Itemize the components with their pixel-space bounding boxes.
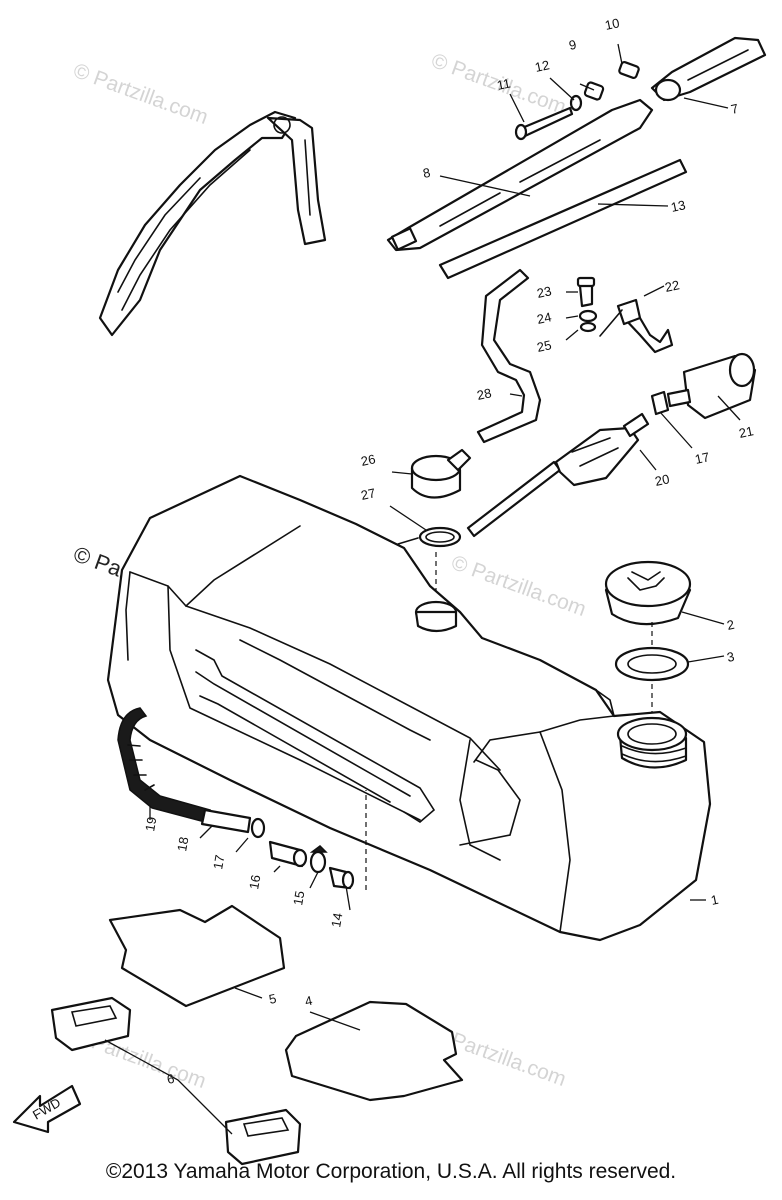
bolt-part-11: [514, 106, 574, 141]
callout-18: 18: [174, 836, 191, 853]
rubber-strip-part-13: [438, 158, 688, 280]
rubber-block-part-6-right: [224, 1108, 302, 1166]
washer-part-25: [579, 321, 597, 333]
callout-10: 10: [604, 15, 621, 33]
callout-24: 24: [536, 309, 553, 327]
callout-8: 8: [422, 165, 432, 181]
callout-13: 13: [670, 197, 687, 215]
clip-part-9: [583, 81, 605, 101]
callout-5: 5: [268, 991, 278, 1007]
callout-22: 22: [664, 277, 681, 295]
callout-7: 7: [730, 101, 740, 117]
nut-part-14: [328, 866, 355, 890]
callout-21: 21: [738, 423, 755, 441]
watermark-1: © Partzilla.com: [70, 59, 211, 129]
callout-12: 12: [534, 57, 551, 75]
callout-28: 28: [476, 385, 493, 403]
o-ring-part-27: [397, 526, 462, 548]
cap-fitting-part-26: [410, 448, 472, 499]
callout-26: 26: [360, 451, 377, 469]
callout-11: 11: [496, 75, 512, 92]
watermark-3: © Partzilla.com: [448, 551, 589, 621]
gasket-part-3: [614, 646, 690, 682]
callout-14: 14: [328, 912, 345, 929]
leader-lines: [104, 43, 741, 1135]
strap-part-8: [386, 98, 654, 252]
washer-part-15: [309, 845, 328, 874]
fuel-pickup-part-20: [466, 412, 650, 538]
filter-bracket-part-22: [599, 298, 674, 354]
callout-19: 19: [142, 816, 159, 833]
fuel-cap-part-2: [604, 560, 692, 626]
callout-20: 20: [654, 471, 671, 489]
callout-2: 2: [726, 617, 736, 633]
callout-27: 27: [360, 485, 377, 503]
callout-4: 4: [304, 993, 314, 1009]
fuel-filter-part-21: [666, 352, 757, 420]
callout-17-upper: 17: [694, 449, 711, 467]
callout-9: 9: [568, 37, 578, 53]
filler-neck-threads: [616, 716, 688, 769]
vent-hose-part-28: [476, 268, 542, 444]
fuel-tank-part-1: [106, 474, 712, 942]
callout-17-lower: 17: [210, 854, 227, 871]
pin-part-10: [618, 61, 640, 79]
bolt-part-23: [576, 276, 596, 308]
pad-part-4: [284, 1000, 464, 1102]
washer-part-24: [578, 309, 598, 323]
copyright-footer: ©2013 Yamaha Motor Corporation, U.S.A. A…: [105, 1160, 677, 1183]
callout-6: 6: [166, 1071, 176, 1087]
forward-arrow-icon: FWD: [12, 1084, 82, 1134]
clamp-part-17-lower: [250, 817, 266, 839]
rubber-block-part-6-left: [50, 996, 132, 1052]
strap-part-7: [650, 36, 767, 102]
callout-1: 1: [710, 892, 720, 908]
callout-25: 25: [536, 337, 553, 355]
clamp-part-17-upper: [650, 390, 670, 416]
left-tank-bracket: [98, 110, 327, 337]
callout-16: 16: [246, 874, 263, 891]
callout-numbers: 1 2 3 4 5 6 7 8 9 10 11 12 13 14 15 16 1…: [142, 15, 755, 1087]
fitting-part-16: [268, 840, 308, 868]
pad-part-5: [108, 904, 286, 1008]
callout-15: 15: [290, 890, 307, 907]
callout-3: 3: [726, 649, 736, 665]
callout-23: 23: [536, 283, 553, 301]
pipe-part-18: [200, 808, 252, 834]
